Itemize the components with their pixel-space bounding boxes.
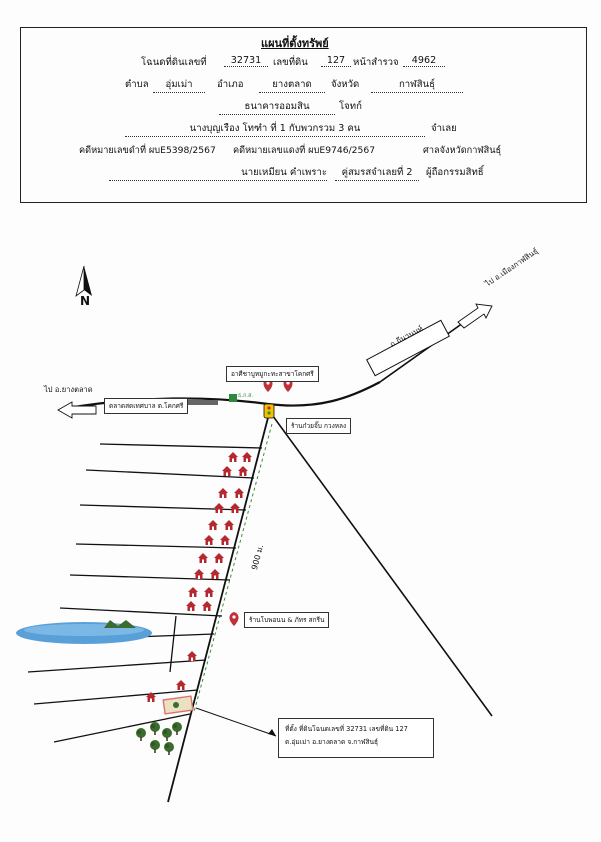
houses [146, 452, 252, 702]
survey-label: หน้าสำรวจ [353, 57, 399, 68]
land-number-label: เลขที่ดิน [273, 57, 308, 68]
deed-label: โฉนดที่ดินเลขที่ [141, 57, 207, 68]
road-name-box [366, 319, 450, 377]
tambon-label: ตำบล [125, 79, 149, 90]
amphoe-label: อำเภอ [217, 79, 244, 90]
black-case-number: คดีหมายเลขดำที่ ผบE5398/2567 [79, 145, 216, 156]
traffic-light-icon [263, 403, 275, 419]
red-case-number: คดีหมายเลขแดงที่ ผบE9746/2567 [233, 145, 376, 156]
side-roads [27, 443, 263, 743]
deed-number: 32731 [224, 55, 268, 67]
trees [136, 722, 182, 755]
bank-logo-icon [229, 394, 237, 402]
location-pointer-arrow-icon [268, 729, 276, 736]
arrow-to-yangtalat-icon [57, 401, 97, 419]
location-note-line2: ต.อุ่มเม่า อ.ยางตลาด จ.กาฬสินธุ์ [285, 738, 379, 746]
property-info-box: แผนที่ตั้งทรัพย์ โฉนดที่ดินเลขที่ 32731 … [20, 27, 587, 203]
province-value: กาฬสินธุ์ [371, 77, 463, 93]
bank-label: ธ.ก.ส. [238, 393, 254, 399]
diagonal-road [269, 411, 493, 717]
local-road [167, 409, 271, 803]
north-arrow-icon [75, 265, 92, 298]
road-to-kalasin [379, 317, 471, 383]
province-label: จังหวัด [331, 79, 360, 90]
court-name: ศาลจังหวัดกาฬสินธุ์ [423, 145, 502, 156]
tambon-value: อุ่มเม่า [153, 77, 205, 93]
location-pointer [195, 707, 277, 737]
to-yangtalat-label: ไป อ.ยางตลาด [44, 385, 93, 394]
arrow-to-kalasin-icon [457, 303, 493, 329]
survey-number: 4962 [403, 55, 445, 67]
screen-shop-pin-icon [229, 612, 239, 626]
north-label: N [80, 294, 91, 308]
plaintiff-role: โจทก์ [339, 101, 362, 112]
owner-value: นายเหมียน คำเพราะ [109, 165, 327, 181]
market-roof [186, 400, 218, 405]
location-note-line1: ที่ตั้ง ที่ดินโฉนดเลขที่ 32731 เลขที่ดิน… [285, 725, 408, 733]
defendant-value: นางบุญเรือง โทฑำ ที่ 1 กับพวกรวม 3 คน [125, 121, 425, 137]
subject-plot [162, 695, 194, 715]
plaintiff-value: ธนาคารออมสิน [219, 99, 335, 115]
amphoe-value: ยางตลาด [259, 77, 325, 93]
water-body [16, 620, 152, 644]
defendant-role: จำเลย [431, 123, 457, 134]
land-number: 127 [321, 55, 351, 67]
market-label: ตลาดสดเทศบาล ต.โคกศรี [104, 398, 189, 414]
owner-relation: คู่สมรสจำเลยที่ 2 [335, 165, 419, 181]
shop1-label: ร้านก๋วยจั๊บ กวงหลง [286, 418, 352, 434]
document-title: แผนที่ตั้งทรัพย์ [261, 37, 329, 50]
distance-line [193, 423, 273, 713]
hospital-label: อาศีชาบูหมูกะทะสาขาโคกศรี [226, 366, 319, 382]
shop2-label: ร้านโบพอนน & ภัทร สกรีน [244, 612, 330, 628]
location-note: ที่ตั้ง ที่ดินโฉนดเลขที่ 32731 เลขที่ดิน… [278, 718, 434, 758]
owner-role: ผู้ถือกรรมสิทธิ์ [426, 167, 484, 178]
